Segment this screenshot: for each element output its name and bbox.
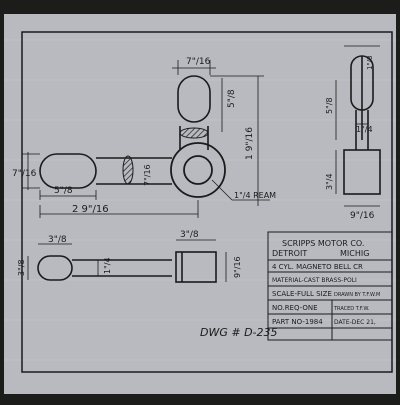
title-city: DETROIT xyxy=(272,249,307,258)
title-material: MATERIAL-CAST BRASS-POLI xyxy=(272,277,357,284)
right-width-label: 1"/4 xyxy=(356,125,373,134)
right-bottom-height-label: 3"/4 xyxy=(325,173,334,190)
boss-height-dim xyxy=(210,75,264,206)
left-arm xyxy=(39,153,172,189)
left-section-hatch xyxy=(122,155,134,185)
bottom-height-label: 3"/8 xyxy=(17,259,26,276)
right-bottom-width-label: 9"/16 xyxy=(350,211,375,221)
right-top-small-label: 1"/8 xyxy=(366,56,374,71)
title-date: DATE-DEC 21, xyxy=(334,319,376,326)
top-width-dim xyxy=(172,60,216,75)
right-dims xyxy=(335,45,380,207)
left-height-label: 7"/16 xyxy=(12,169,37,179)
title-description: 4 CYL. MAGNETO BELL CR xyxy=(272,263,363,271)
top-lug xyxy=(177,75,211,150)
boss-height-label: 1 9"/16 xyxy=(245,127,255,160)
bottom-dims xyxy=(27,239,227,282)
ream-note: 1"/4 REAM xyxy=(234,191,276,200)
bottom-width-label: 3"/8 xyxy=(48,235,67,245)
overall-length-dim xyxy=(39,200,199,218)
bottom-inner-label: 1"/4 xyxy=(103,257,112,274)
title-block xyxy=(267,231,393,341)
border xyxy=(21,31,393,373)
right-height-label: 5"/8 xyxy=(325,97,334,114)
title-number-required: NO.REQ-ONE xyxy=(272,304,318,312)
title-scale: SCALE-FULL SIZE xyxy=(272,290,332,298)
paper-grid xyxy=(4,39,396,361)
title-traced-by: TRACED T.F.W. xyxy=(333,306,370,312)
bottom-view xyxy=(37,251,217,283)
bottom-right-width-label: 3"/8 xyxy=(180,230,199,240)
title-drawn-by: DRAWN BY T.F.W.M xyxy=(334,292,380,298)
drawing-number: DWG # D-235 xyxy=(200,326,278,339)
title-state: MICHIG xyxy=(340,249,369,258)
title-company: SCRIPPS MOTOR CO. xyxy=(282,239,364,248)
overall-length-label: 2 9"/16 xyxy=(72,204,109,215)
right-view xyxy=(343,55,381,195)
bottom-right-height-label: 9"/16 xyxy=(233,256,242,278)
left-width-dim xyxy=(39,190,97,200)
top-height-label: 5"/8 xyxy=(227,89,237,108)
top-width-label: 7"/16 xyxy=(186,57,211,67)
ream-leader xyxy=(211,179,233,201)
title-part-number: PART NO-1984 xyxy=(272,318,323,326)
left-height-dim xyxy=(22,152,40,190)
center-dia-label: 7"/16 xyxy=(143,164,152,186)
left-width-label: 5"/8 xyxy=(54,186,73,196)
top-section-hatch xyxy=(179,127,209,139)
center-boss xyxy=(170,142,226,198)
